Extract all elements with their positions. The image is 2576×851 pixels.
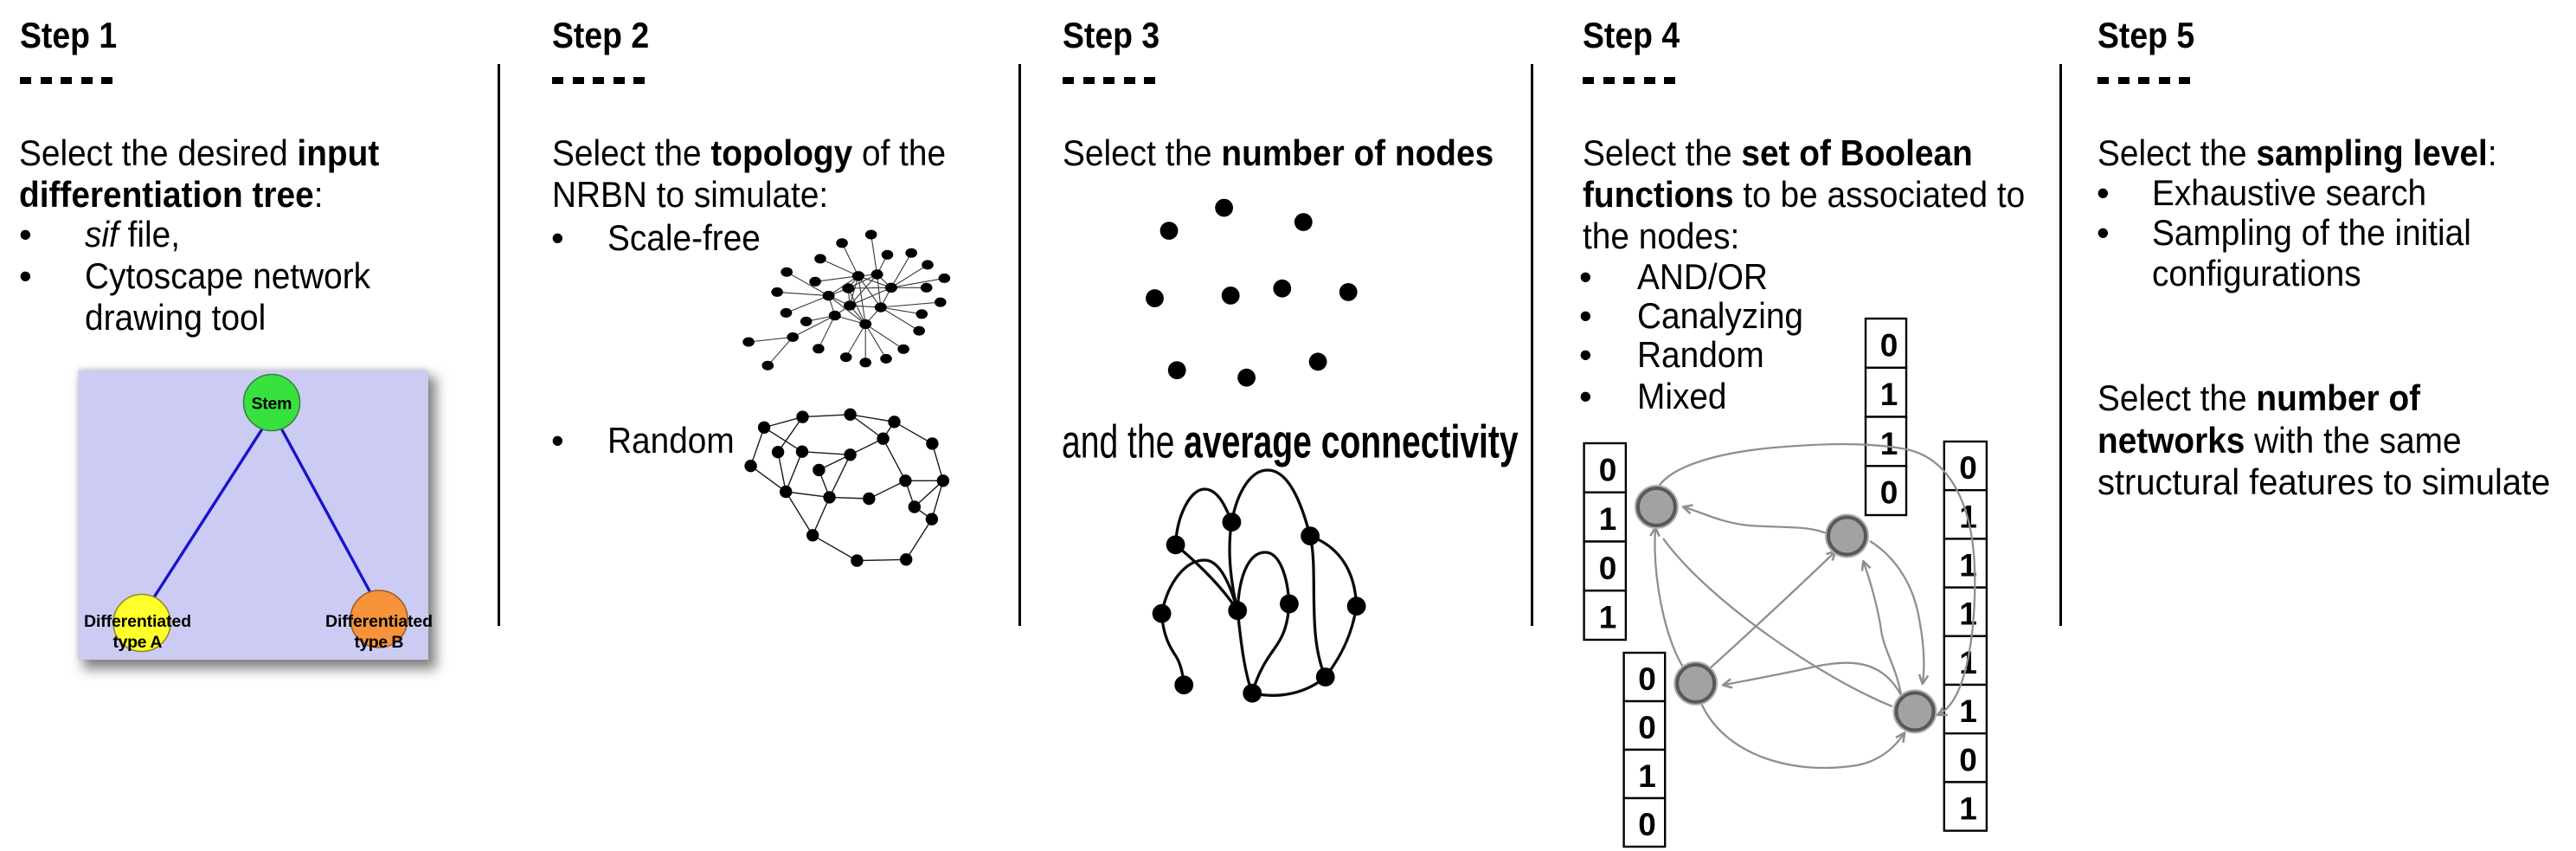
svg-text:0: 0 <box>1959 450 1977 486</box>
svg-text:1: 1 <box>1880 377 1898 412</box>
svg-text:0: 0 <box>1959 742 1977 777</box>
svg-text:0: 0 <box>1880 327 1898 363</box>
svg-text:0: 0 <box>1638 710 1656 745</box>
svg-text:0: 0 <box>1638 661 1656 697</box>
svg-text:0: 0 <box>1599 452 1617 487</box>
svg-text:0: 0 <box>1638 807 1656 842</box>
svg-text:Stem: Stem <box>252 395 292 414</box>
svg-text:1: 1 <box>1638 758 1656 794</box>
svg-text:Differentiated: Differentiated <box>325 612 433 631</box>
svg-text:type B: type B <box>355 633 404 652</box>
svg-text:0: 0 <box>1880 475 1898 511</box>
svg-text:Differentiated: Differentiated <box>84 612 191 631</box>
svg-text:1: 1 <box>1959 548 1977 583</box>
svg-text:1: 1 <box>1599 501 1617 537</box>
svg-text:1: 1 <box>1959 791 1977 827</box>
svg-text:1: 1 <box>1880 426 1898 461</box>
svg-text:1: 1 <box>1959 693 1977 729</box>
svg-text:type A: type A <box>113 633 163 652</box>
svg-text:0: 0 <box>1599 551 1617 586</box>
svg-text:1: 1 <box>1599 600 1617 635</box>
